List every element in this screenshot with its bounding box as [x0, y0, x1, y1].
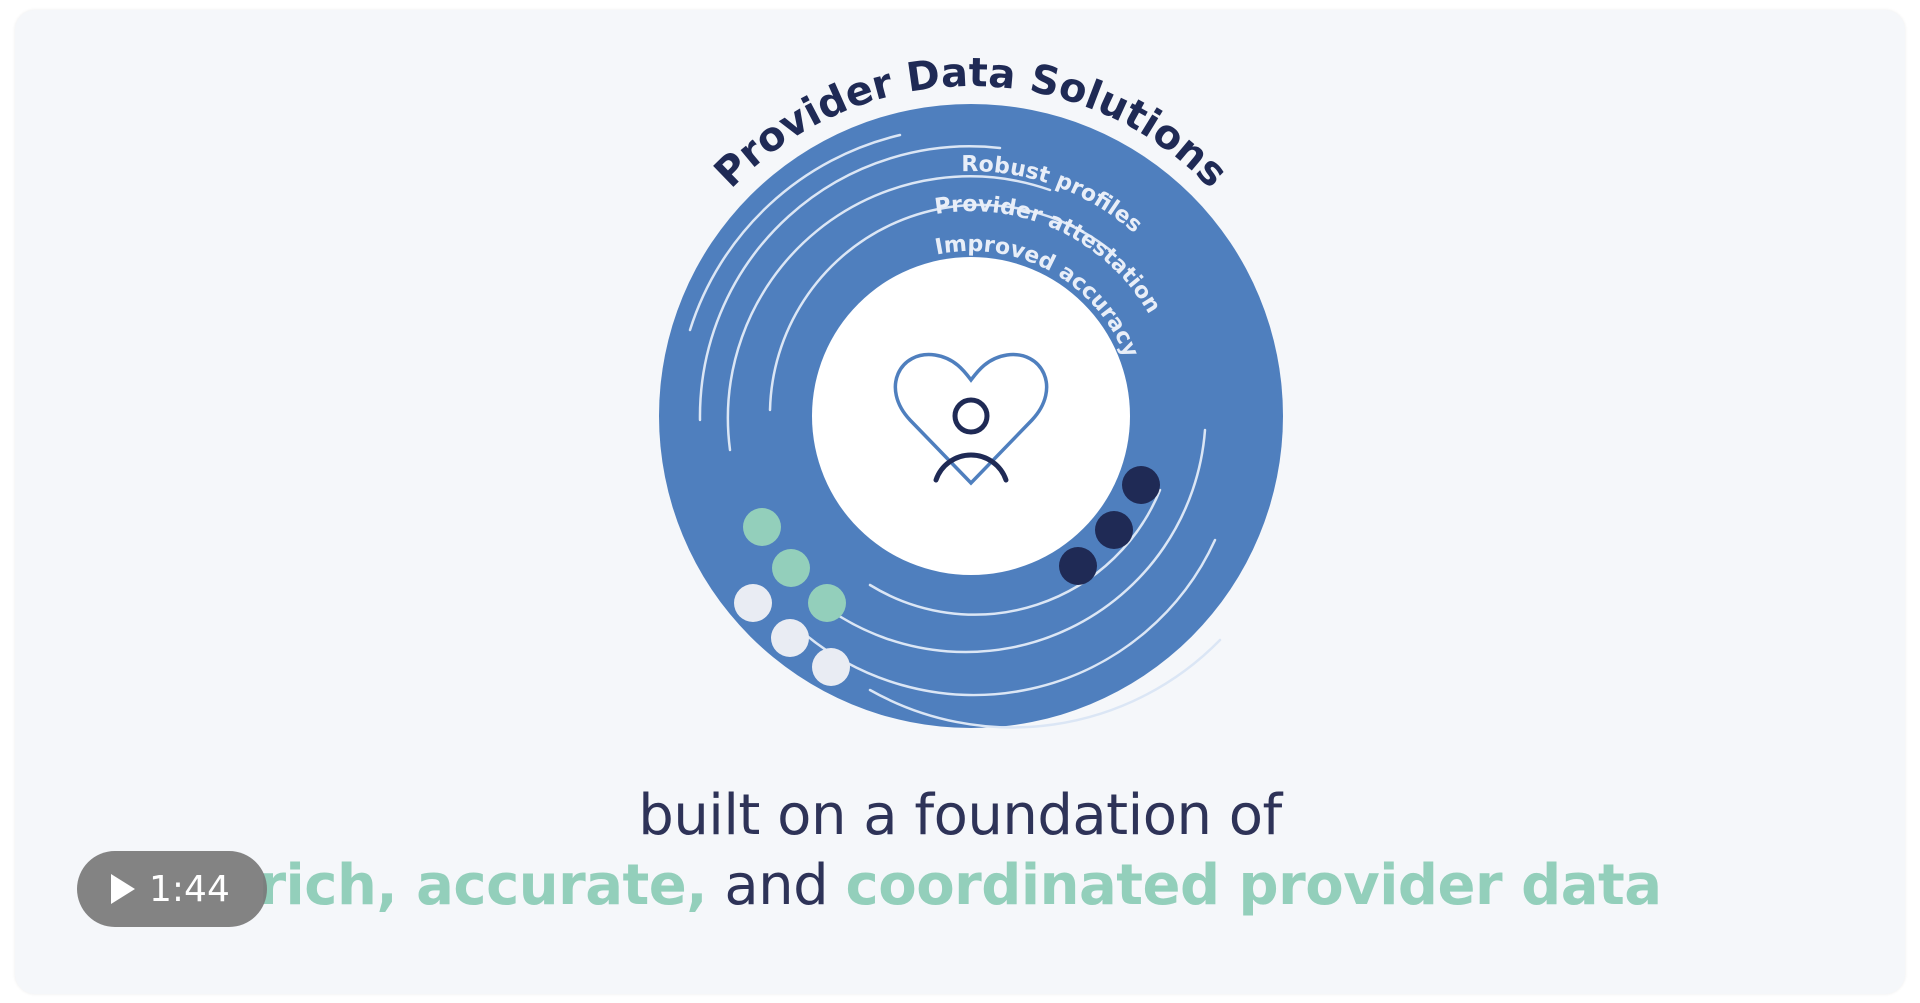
video-duration: 1:44	[149, 868, 230, 910]
teal-dots	[743, 508, 846, 622]
caption-highlight-1: rich, accurate,	[258, 853, 708, 918]
inner-circle	[812, 257, 1130, 575]
ring-lines	[688, 133, 1222, 729]
navy-dots	[1059, 466, 1160, 585]
caption-connector: and	[707, 853, 846, 918]
white-dots	[734, 584, 850, 686]
caption-highlight-2: coordinated provider data	[845, 853, 1663, 918]
heart-person-icon	[893, 352, 1049, 486]
caption-line-1: built on a foundation of	[638, 783, 1282, 848]
caption-line-2: rich, accurate, and coordinated provider…	[0, 853, 1920, 918]
play-button[interactable]: 1:44	[77, 851, 267, 927]
play-icon	[111, 874, 135, 904]
